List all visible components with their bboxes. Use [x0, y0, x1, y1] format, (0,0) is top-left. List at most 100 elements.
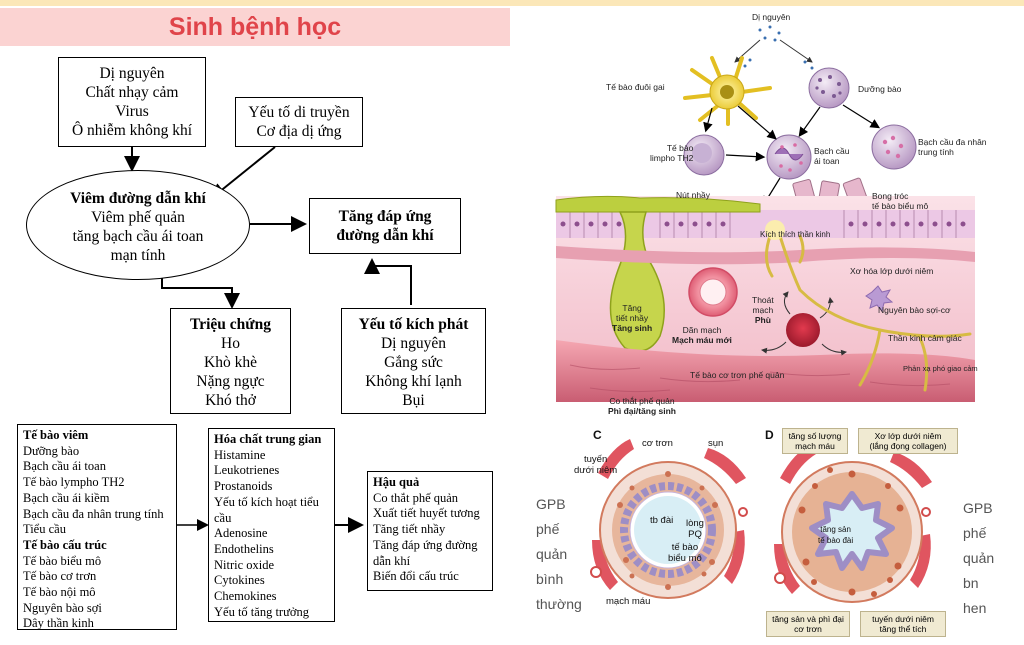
list-item: Tăng tiết nhầy — [373, 522, 446, 537]
label-goblet-line: Tăng sinh — [612, 323, 653, 333]
caption-normal: GPB phế quản bình thường — [536, 492, 582, 617]
label-neut-line: trung tính — [918, 147, 954, 157]
list-item: Tế bào lympho TH2 — [23, 475, 125, 490]
inflammatory-cells-title: Tế bào viêm — [23, 428, 89, 442]
label-th2-line: limpho TH2 — [650, 153, 694, 163]
panel-d-letter: D — [765, 428, 774, 442]
airway-wall — [555, 195, 975, 402]
label-d-goblet-line: tăng sản — [820, 525, 851, 534]
mediators-title: Hóa chất trung gian — [214, 432, 322, 446]
symptom-item: Ho — [221, 335, 240, 352]
label-leak-line: mạch — [752, 305, 774, 315]
symptom-item: Nặng ngực — [196, 373, 265, 390]
label-eos-line: Bạch cầu — [814, 146, 850, 156]
list-item: Chemokines — [214, 589, 277, 604]
trigger-item: Dị nguyên — [380, 335, 446, 352]
triggers-title: Yếu tố kích phát — [358, 316, 469, 333]
inflammation-title: Viêm đường dẫn khí — [70, 190, 206, 207]
tag-vessels-line: mạch máu — [795, 441, 835, 451]
label-c-epi: tế bào biểu mô — [668, 542, 702, 564]
list-item: Nitric oxide — [214, 557, 275, 572]
hyperresponse-line: đường dẫn khí — [336, 227, 434, 244]
label-leak-line: Phù — [754, 315, 771, 325]
genetic-item: Yếu tố di truyền — [248, 104, 350, 121]
genetic-box: Yếu tố di truyền Cơ địa dị ứng — [235, 97, 363, 147]
label-constriction: Co thắt phế quản Phì đại/tăng sinh — [608, 396, 676, 416]
list-item: Co thắt phế quản — [373, 490, 459, 505]
neutrophil-icon — [871, 124, 917, 170]
label-eos: Bạch cầu ái toan — [814, 146, 849, 166]
tag-glands-line: tuyến dưới niêm — [872, 614, 934, 624]
label-c-gland-line: dưới niêm — [574, 465, 618, 476]
cause-item: Ô nhiễm không khí — [71, 122, 193, 139]
label-c-epi-line: tế bào — [671, 542, 699, 553]
label-reflex: Phản xạ phó giao cảm — [903, 364, 978, 373]
title-bar — [0, 8, 510, 46]
caption-line: GPB — [536, 496, 566, 512]
trigger-item: Bụi — [402, 392, 425, 409]
label-vasodil-line: Mạch máu mới — [672, 335, 732, 345]
list-item: Dây thần kinh — [23, 616, 94, 631]
symptom-item: Khó thở — [205, 392, 256, 409]
label-smooth-cell: Tế bào cơ trơn phế quản — [690, 370, 785, 380]
label-c-gland-cell: tb đài — [650, 515, 674, 526]
list-item: Bạch cầu ái toan — [23, 459, 106, 474]
normal-bronchus-section — [590, 439, 748, 599]
tag-glands: tuyến dưới niêm tăng thể tích — [860, 611, 946, 637]
symptoms-title: Triệu chứng — [190, 316, 271, 333]
cause-item: Virus — [115, 103, 149, 120]
causes-box: Dị nguyên Chất nhạy cảm Virus Ô nhiễm kh… — [58, 57, 206, 147]
mast-cell-icon — [808, 67, 850, 109]
list-item: Tăng đáp ứng đường — [373, 537, 478, 552]
label-c-vessel: mạch máu — [606, 596, 651, 607]
inflammation-line: tăng bạch cầu ái toan — [72, 228, 204, 245]
label-constriction-line: Phì đại/tăng sinh — [608, 406, 677, 416]
label-neut-line: Bạch cầu đa nhân — [918, 137, 987, 147]
list-item: cầu — [214, 510, 232, 525]
label-c-gland: tuyến dưới niêm — [574, 454, 617, 476]
caption-line: phế — [536, 521, 560, 537]
label-c-smooth: cơ trơn — [642, 438, 673, 449]
asthma-bronchus-section — [774, 444, 932, 603]
label-c-gland-line: tuyến — [583, 454, 608, 465]
inflammation-line: mạn tính — [110, 247, 166, 264]
label-leak: Thoát mạch Phù — [752, 295, 774, 325]
caption-line: bình — [536, 571, 564, 587]
inflammation-line: Viêm phế quản — [91, 209, 185, 226]
label-c-lumen-line: PQ — [688, 529, 702, 540]
list-item: Nguyên bào sợi — [23, 600, 102, 615]
list-item: Bạch cầu đa nhân trung tính — [23, 506, 164, 521]
label-constriction-line: Co thắt phế quản — [609, 396, 675, 406]
allergen-dots — [743, 25, 814, 70]
cause-item: Dị nguyên — [99, 65, 165, 82]
label-sensory: Thần kinh cảm giác — [888, 333, 962, 343]
list-item: Biến đổi cấu trúc — [373, 569, 459, 584]
label-shedding-line: tế bào biểu mô — [872, 201, 929, 211]
list-item: Tế bào cơ trơn — [23, 569, 97, 584]
label-goblet-line: Tăng — [622, 303, 642, 313]
inflammation-ellipse: Viêm đường dẫn khí Viêm phế quản tăng bạ… — [26, 170, 250, 280]
list-item: Histamine — [214, 447, 266, 462]
consequences-title: Hậu quả — [373, 475, 420, 489]
label-dendritic: Tế bào đuôi gai — [606, 82, 665, 92]
page-title: Sinh bệnh học — [168, 13, 342, 41]
label-shedding: Bong tróc tế bào biểu mô — [872, 191, 928, 211]
label-leak-line: Thoát — [752, 295, 774, 305]
label-c-cartilage: sụn — [708, 438, 724, 449]
tag-vessels-line: tăng số lượng — [788, 431, 842, 441]
genetic-item: Cơ địa dị ứng — [256, 123, 342, 140]
cause-item: Chất nhạy cảm — [85, 84, 179, 101]
structural-cells-title: Tế bào cấu trúc — [23, 537, 107, 552]
tag-vessels: tăng số lượng mạch máu — [782, 428, 848, 454]
hyperresponse-box: Tăng đáp ứng đường dẫn khí — [309, 198, 461, 254]
hyperresponse-line: Tăng đáp ứng — [338, 208, 432, 225]
cells-list-box: Tế bào viêm Dưỡng bào Bạch cầu ái toan T… — [17, 424, 177, 630]
label-c-epi-line: biểu mô — [668, 553, 702, 564]
symptoms-box: Triệu chứng Ho Khò khè Nặng ngực Khó thở — [170, 308, 291, 414]
label-th2: Tế bào limpho TH2 — [650, 143, 693, 163]
tag-muscle-line: tăng sản và phì đại — [772, 614, 844, 624]
label-d-goblet: tăng sản tế bào đài — [818, 524, 853, 546]
label-d-goblet-line: tế bào đài — [818, 536, 854, 545]
label-mucus-plug: Nút nhầy — [676, 190, 711, 200]
